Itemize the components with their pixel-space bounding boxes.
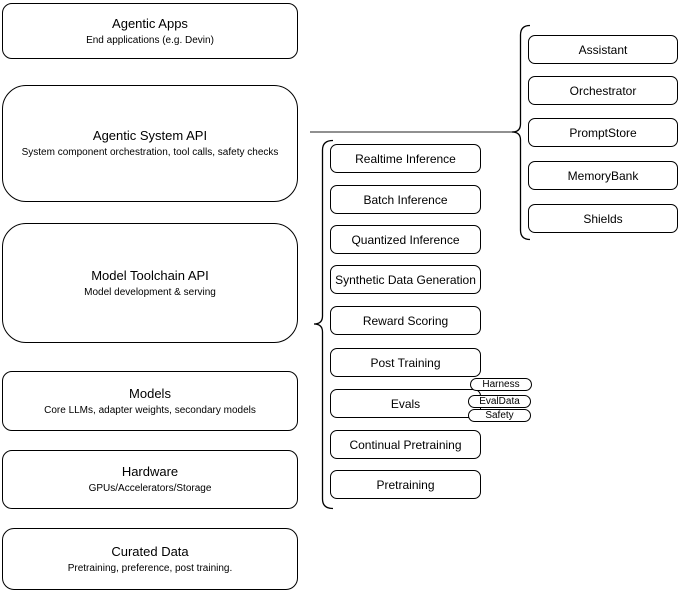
node-label: PromptStore — [569, 125, 637, 140]
node-reward-scoring: Reward Scoring — [330, 306, 481, 335]
node-agentic-system-api: Agentic System API System component orch… — [2, 85, 298, 202]
node-realtime-inference: Realtime Inference — [330, 144, 481, 173]
node-promptstore: PromptStore — [528, 118, 678, 147]
node-shields: Shields — [528, 204, 678, 233]
node-label: Synthetic Data Generation — [335, 272, 476, 287]
tag-label: Safety — [485, 410, 514, 421]
node-model-toolchain-api: Model Toolchain API Model development & … — [2, 223, 298, 343]
node-models: Models Core LLMs, adapter weights, secon… — [2, 371, 298, 431]
node-batch-inference: Batch Inference — [330, 185, 481, 214]
node-subtitle: System component orchestration, tool cal… — [21, 147, 279, 158]
node-title: Model Toolchain API — [91, 267, 209, 283]
node-quantized-inference: Quantized Inference — [330, 225, 481, 254]
node-synthetic-data-generation: Synthetic Data Generation — [330, 265, 481, 294]
node-assistant: Assistant — [528, 35, 678, 64]
node-label: Assistant — [578, 42, 628, 57]
node-pretraining: Pretraining — [330, 470, 481, 499]
tag-evaldata: EvalData — [468, 395, 531, 408]
node-subtitle: GPUs/Accelerators/Storage — [88, 483, 212, 494]
node-hardware: Hardware GPUs/Accelerators/Storage — [2, 450, 298, 509]
node-label: Orchestrator — [569, 83, 637, 98]
node-label: Realtime Inference — [355, 151, 456, 166]
node-label: Reward Scoring — [362, 313, 449, 328]
node-label: Batch Inference — [363, 192, 448, 207]
node-subtitle: Pretraining, preference, post training. — [67, 562, 233, 574]
node-title: Models — [129, 385, 171, 401]
node-orchestrator: Orchestrator — [528, 76, 678, 105]
tag-safety: Safety — [468, 409, 531, 422]
node-memorybank: MemoryBank — [528, 161, 678, 190]
node-title: Agentic System API — [92, 128, 208, 143]
node-label: Shields — [583, 211, 623, 226]
tag-label: Harness — [482, 379, 520, 390]
node-title: Agentic Apps — [112, 15, 188, 31]
tag-harness: Harness — [470, 378, 532, 391]
node-title: Curated Data — [111, 543, 189, 559]
node-agentic-apps: Agentic Apps End applications (e.g. Devi… — [2, 3, 298, 59]
node-label: Quantized Inference — [351, 232, 460, 247]
node-title: Hardware — [121, 464, 179, 479]
node-label: MemoryBank — [567, 168, 639, 183]
node-continual-pretraining: Continual Pretraining — [330, 430, 481, 459]
tag-label: EvalData — [479, 396, 520, 407]
node-label: Post Training — [370, 355, 441, 370]
node-subtitle: Model development & serving — [84, 286, 216, 298]
node-post-training: Post Training — [330, 348, 481, 377]
node-curated-data: Curated Data Pretraining, preference, po… — [2, 528, 298, 590]
node-evals: Evals — [330, 389, 481, 418]
node-label: Pretraining — [376, 477, 435, 492]
node-subtitle: End applications (e.g. Devin) — [86, 34, 214, 46]
node-label: Evals — [390, 396, 421, 411]
node-subtitle: Core LLMs, adapter weights, secondary mo… — [44, 404, 256, 416]
node-label: Continual Pretraining — [349, 437, 462, 452]
